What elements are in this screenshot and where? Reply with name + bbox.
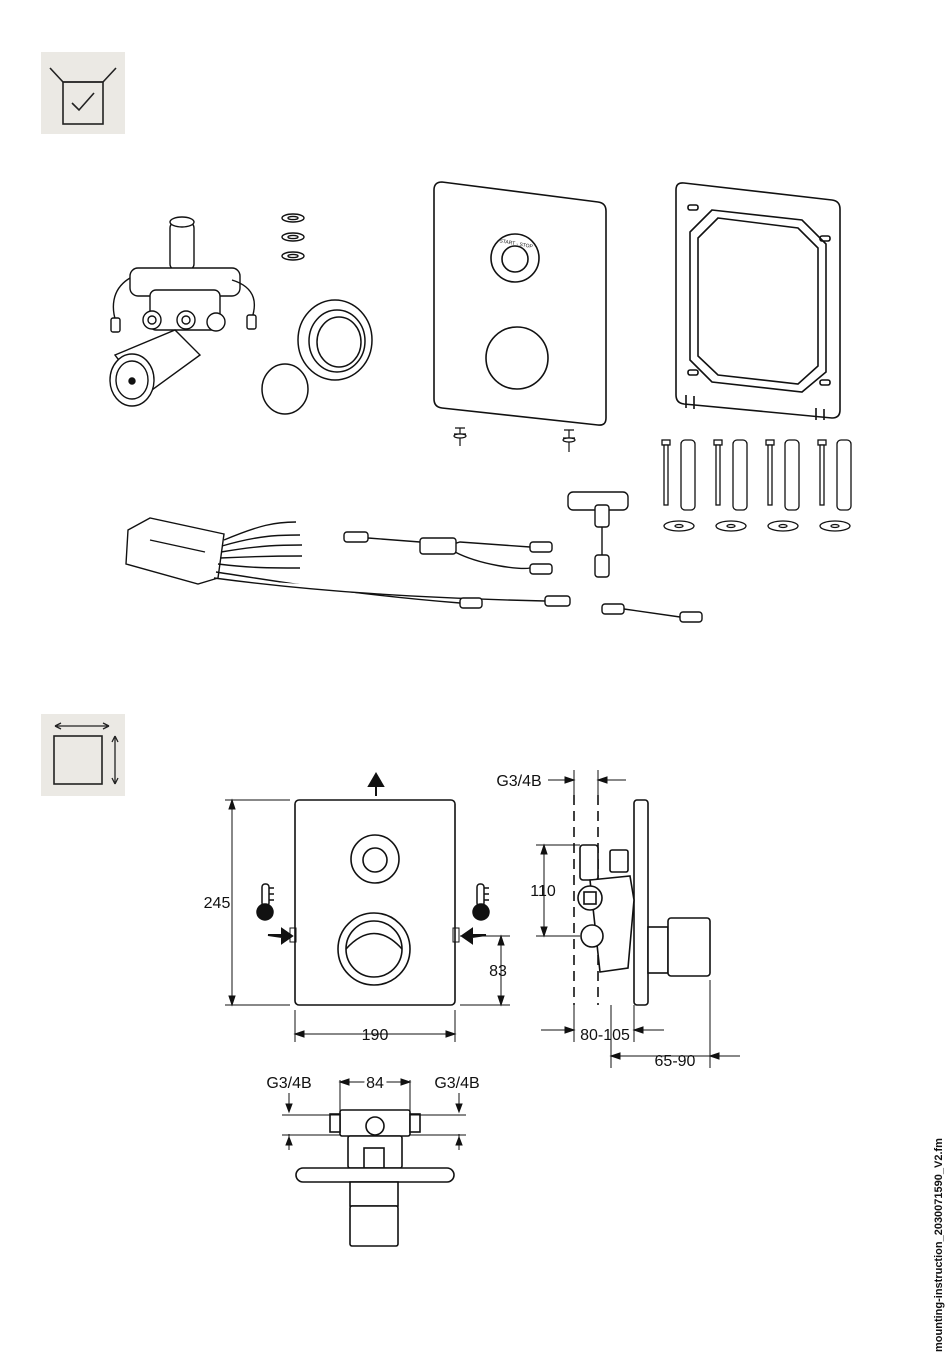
thermostatic-valve-body xyxy=(110,217,256,406)
box-check-icon xyxy=(41,52,125,134)
rosette-ring xyxy=(298,300,372,380)
thread-top-label: G3/4B xyxy=(496,773,541,790)
lower-offset-dimension-label: 83 xyxy=(489,963,507,980)
depth-range-label: 80-105 xyxy=(580,1027,630,1044)
thread-right-label: G3/4B xyxy=(434,1075,479,1092)
extension-cable xyxy=(602,604,702,622)
front-view xyxy=(295,800,455,1005)
width-dimension-label: 190 xyxy=(362,1027,389,1044)
centers-dimension-label: 84 xyxy=(366,1075,384,1092)
control-electronics xyxy=(126,518,570,608)
projection-range-label: 65-90 xyxy=(655,1053,696,1070)
hot-inlet-arrow xyxy=(268,929,292,943)
o-rings xyxy=(282,214,304,260)
t-connector xyxy=(568,492,628,577)
top-view xyxy=(296,1110,454,1246)
cover-cap xyxy=(262,364,308,414)
parts-illustration: START - STOP xyxy=(0,160,950,640)
extension-set xyxy=(662,440,851,531)
hot-water-thermometer-icon xyxy=(257,884,274,920)
side-height-label: 110 xyxy=(530,883,556,900)
cover-plate xyxy=(434,182,606,425)
file-name-text: mounting-instruction_2030071590_V2.fm xyxy=(933,1138,945,1352)
mounting-screws xyxy=(454,428,575,452)
file-name-note: mounting-instruction_2030071590_V2.fm xyxy=(932,1000,946,1360)
cold-water-thermometer-icon xyxy=(473,884,489,920)
flow-arrow-up xyxy=(369,774,383,796)
scope-of-delivery-icon-box xyxy=(41,52,125,134)
side-view xyxy=(574,795,710,1005)
mounting-frame xyxy=(676,183,840,420)
dimension-drawing: 245 83 190 G3/4B 110 80-105 65-90 xyxy=(0,760,950,1340)
height-dimension-label: 245 xyxy=(204,895,231,912)
thread-left-label: G3/4B xyxy=(266,1075,311,1092)
